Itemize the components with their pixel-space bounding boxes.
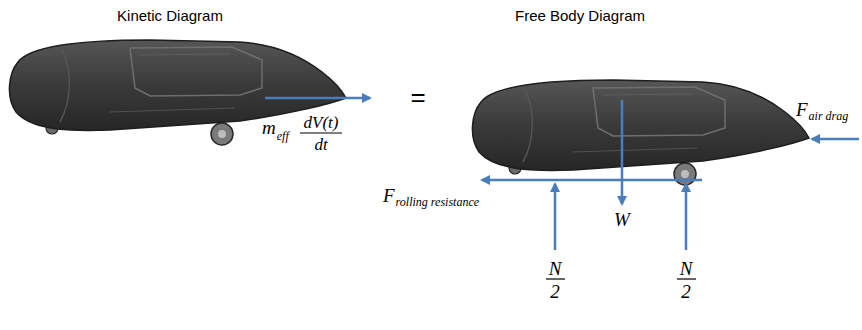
fraction-bar (300, 132, 342, 133)
fraction-denominator: 2 (681, 282, 691, 301)
fraction-denominator: dt (314, 136, 327, 153)
vehicle-free-body (472, 80, 809, 185)
drag-force-arrow (812, 138, 859, 141)
fraction-bar (546, 278, 565, 279)
mass-subscript: eff (277, 130, 289, 142)
equals-sign: = (410, 84, 425, 110)
diagram-heading: Kinetic Diagram (117, 8, 223, 23)
rolling-force-arrow (482, 179, 702, 182)
mass-symbol: m (262, 118, 276, 137)
fraction-bar (677, 278, 696, 279)
normal-force-symbol: N (549, 259, 562, 278)
inertia-arrow (265, 97, 370, 100)
force-subscript: rolling resistance (396, 196, 479, 208)
weight-arrow (621, 100, 624, 204)
force-subscript: air drag (809, 110, 849, 122)
normal-force-arrow (554, 184, 557, 250)
normal-force-symbol: N (680, 259, 693, 278)
fraction-denominator: 2 (550, 282, 560, 301)
diagram-heading: Free Body Diagram (515, 8, 645, 23)
vehicle-kinetic (9, 40, 346, 145)
fraction-numerator: dV(t) (304, 114, 339, 131)
force-symbol: F (383, 186, 395, 205)
normal-force-arrow (685, 184, 688, 250)
force-symbol: F (796, 100, 808, 119)
weight-symbol: W (614, 210, 630, 229)
